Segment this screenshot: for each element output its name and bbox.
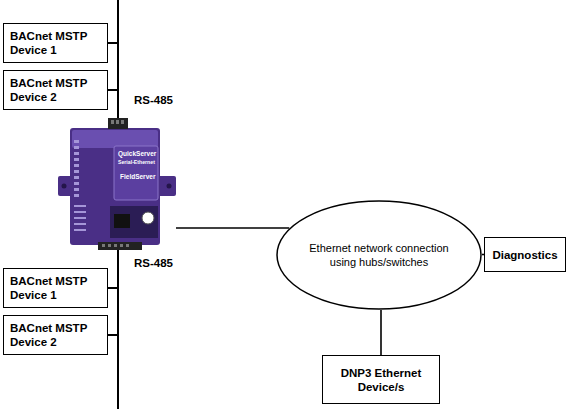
node-text: BACnet MSTP Device 1 <box>10 274 101 302</box>
bus-stub <box>117 0 119 44</box>
device-box: Diagnostics <box>484 237 566 272</box>
node-text: Diagnostics <box>492 248 557 262</box>
node-text: FieldServer <box>120 173 155 182</box>
bus-stub <box>117 334 119 409</box>
node-text: BACnet MSTP Device 2 <box>10 321 101 349</box>
node-text: Serial-Ethernet <box>118 159 155 166</box>
device-box: BACnet MSTP Device 2 <box>3 315 108 355</box>
ellipse-outline <box>277 201 481 309</box>
ellipse-outline <box>276 200 482 310</box>
quickserver-device <box>58 118 176 250</box>
device-box: BACnet MSTP Device 2 <box>3 70 108 110</box>
rs485-bus-line <box>108 250 118 335</box>
network-cloud: Ethernet network connection using hubs/s… <box>276 200 482 310</box>
node-text: QuickServer <box>118 150 156 159</box>
ethernet-line <box>176 227 289 229</box>
node-text: Ethernet network connection using hubs/s… <box>298 241 460 269</box>
device-box: BACnet MSTP Device 1 <box>3 268 108 308</box>
device-box: DNP3 Ethernet Device/s <box>322 355 440 404</box>
node-text: DNP3 Ethernet Device/s <box>329 366 433 394</box>
gateway-device: QuickServerSerial-EthernetFieldServer <box>58 118 176 250</box>
ethernet-line <box>380 310 382 355</box>
rs485-bus-line <box>108 250 118 288</box>
port-label: RS-485 <box>134 256 173 270</box>
rs485-bus-line <box>108 90 118 118</box>
port-label: RS-485 <box>134 93 173 107</box>
rs485-bus-line <box>108 43 118 118</box>
node-text: BACnet MSTP Device 2 <box>10 76 101 104</box>
device-box: BACnet MSTP Device 1 <box>3 23 108 63</box>
node-text: BACnet MSTP Device 1 <box>10 29 101 57</box>
